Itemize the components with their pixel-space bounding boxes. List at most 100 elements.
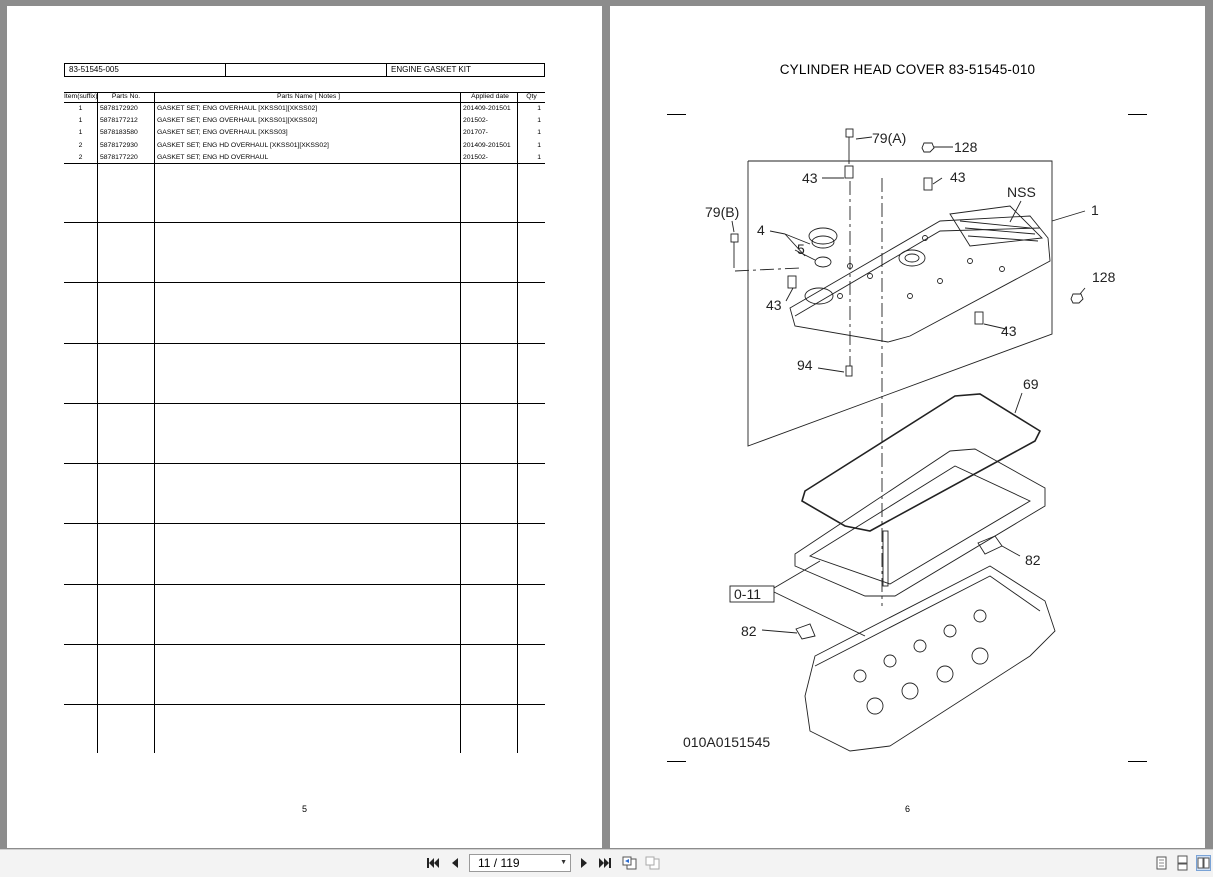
label-82a: 82: [1025, 552, 1041, 568]
crop-mark: [1128, 761, 1147, 762]
cell-item: 1: [64, 127, 98, 140]
leader-line: [817, 367, 845, 373]
grid-line: [64, 704, 545, 705]
cell-part: 5878172920: [98, 103, 155, 116]
leader-line: [1009, 200, 1022, 223]
rib-line: [967, 235, 1039, 242]
leader-line: [784, 233, 806, 257]
bolt-boss: [967, 258, 973, 264]
kit-header-blank: [226, 64, 387, 76]
head-bore: [913, 639, 927, 653]
leader-line: [794, 249, 816, 261]
cell-name: GASKET SET; ENG OVERHAUL [XKSS01][XKSS02…: [155, 103, 461, 116]
label-5: 5: [797, 241, 805, 257]
label-nss: NSS: [1007, 184, 1036, 200]
rib-line: [964, 227, 1036, 235]
leader-line: [983, 323, 1007, 330]
cover-port-inner: [904, 253, 920, 263]
head-bore: [883, 654, 897, 668]
label-1: 1: [1091, 202, 1099, 218]
drawing-number: 010A0151545: [683, 734, 770, 750]
cell-date: 201409-201501: [461, 103, 518, 116]
grommet-43: [974, 311, 984, 325]
grid-line: [64, 644, 545, 645]
exploded-parts-diagram: 79(A) 128 43 43 NSS 1 79(B) 4 5 128 43 4…: [683, 128, 1116, 752]
bolt-boss: [837, 293, 843, 299]
table-row: 1 5878172920 GASKET SET; ENG OVERHAUL [X…: [64, 103, 545, 116]
oil-cap-base: [811, 235, 835, 249]
first-page-icon[interactable]: [426, 856, 440, 870]
left-page: 83-51545-005 ENGINE GASKET KIT Item(suff…: [7, 6, 602, 848]
diagram-title: CYLINDER HEAD COVER 83-51545-010: [779, 62, 1036, 77]
center-line: [734, 267, 801, 272]
oil-cap: [808, 227, 838, 245]
leader-line: [1079, 287, 1086, 295]
label-79a: 79(A): [872, 130, 906, 146]
prev-page-icon[interactable]: [448, 856, 462, 870]
col-header-name: Parts Name [ Notes ]: [155, 93, 461, 102]
crop-mark: [1128, 114, 1147, 115]
grid-line: [64, 343, 545, 344]
kit-number: 83-51545-005: [65, 64, 226, 76]
cylinder-head-edge: [814, 575, 1041, 667]
cell-item: 2: [64, 139, 98, 152]
grid-line: [64, 403, 545, 404]
cell-item: 1: [64, 115, 98, 128]
cell-qty: 1: [537, 129, 541, 137]
oil-filler-neck: [804, 287, 834, 305]
two-page-view-icon[interactable]: [1196, 855, 1211, 871]
grommet-43: [923, 177, 933, 191]
label-69: 69: [1023, 376, 1039, 392]
leader-line: [773, 591, 866, 637]
grid-line: [64, 463, 545, 464]
go-forward-view-icon[interactable]: [645, 856, 660, 870]
rib-line: [959, 220, 1031, 229]
head-port: [971, 647, 989, 665]
cell-name: GASKET SET; ENG OVERHAUL [XKSS03]: [155, 127, 461, 140]
stud-bolt: [882, 530, 889, 587]
next-page-icon[interactable]: [577, 856, 591, 870]
head-port: [866, 697, 884, 715]
go-back-view-icon[interactable]: [622, 856, 637, 870]
leader-line: [1014, 392, 1023, 414]
cell-part: 5878177212: [98, 115, 155, 128]
grid-line: [64, 163, 545, 164]
cell-name: GASKET SET; ENG OVERHAUL [XKSS01][XKSS02…: [155, 115, 461, 128]
grommet-43: [844, 165, 854, 179]
grid-vline: [154, 92, 155, 753]
head-cover-ribs: [949, 205, 1043, 247]
label-94: 94: [797, 357, 813, 373]
head-bore: [853, 669, 867, 683]
chevron-down-icon[interactable]: ▼: [560, 859, 567, 866]
col-header-part: Parts No.: [98, 93, 155, 102]
viewer-toolbar: 11 / 119 ▼: [0, 849, 1213, 877]
leader-line: [932, 177, 943, 185]
cell-qty: 1: [537, 141, 541, 149]
grid-line: [64, 222, 545, 223]
grid-line: [64, 584, 545, 585]
cell-date: 201409-201501: [461, 139, 518, 152]
bolt-boss: [937, 278, 943, 284]
bolt-79a-head: [845, 128, 854, 138]
leader-line: [769, 230, 786, 235]
page-number-input[interactable]: 11 / 119 ▼: [469, 854, 571, 872]
page-indicator: 11 / 119: [478, 856, 520, 870]
leader-line: [784, 233, 811, 245]
leader-line: [855, 136, 873, 140]
parts-table-header: Item(suffix) Parts No. Parts Name [ Note…: [64, 92, 545, 103]
continuous-view-icon[interactable]: [1175, 855, 1190, 871]
bolt-boss: [922, 235, 928, 241]
label-43d: 43: [1001, 323, 1017, 339]
single-page-view-icon[interactable]: [1154, 855, 1169, 871]
bolt-94: [845, 365, 853, 377]
last-page-icon[interactable]: [598, 856, 612, 870]
cover-gasket: [801, 393, 1042, 532]
kit-header-box: 83-51545-005 ENGINE GASKET KIT: [64, 63, 545, 77]
cell-qty: 1: [537, 105, 541, 112]
bolt-boss: [907, 293, 913, 299]
cell-part: 5878183580: [98, 127, 155, 140]
bolt-79b-head: [730, 233, 739, 243]
cylinder-head: [804, 565, 1056, 752]
page-number-left: 5: [301, 804, 307, 814]
table-row: 1 5878177212 GASKET SET; ENG OVERHAUL [X…: [64, 115, 545, 128]
